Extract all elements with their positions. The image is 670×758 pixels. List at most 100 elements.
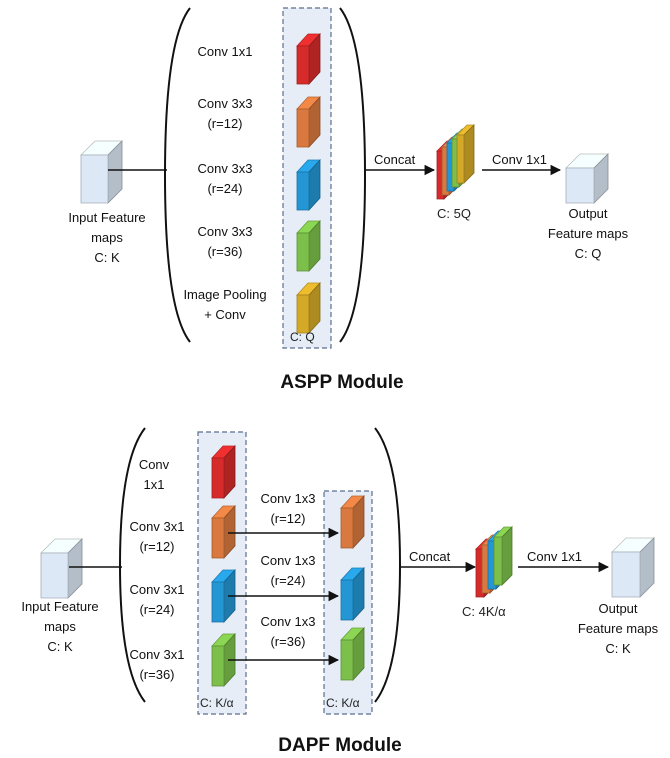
aspp-branch-4-line1: Conv 3x3 — [197, 224, 253, 239]
dapf-concat-slice-4 — [493, 526, 513, 586]
dapf-second-1-line2: (r=12) — [270, 511, 306, 526]
dapf-second-label-1: Conv 1x3 (r=12) — [250, 489, 326, 529]
dapf-input-cube — [40, 538, 83, 599]
dapf-branch-4-line1: Conv 3x1 — [129, 647, 185, 662]
dapf-output-line1: Output — [598, 601, 638, 616]
dapf-output-line3: C: K — [605, 641, 631, 656]
dapf-concat-caption: C: 4K/α — [462, 604, 506, 619]
aspp-branch-4-line2: (r=36) — [207, 244, 243, 259]
dapf-second-block-3-front — [340, 639, 354, 681]
aspp-input-box — [80, 140, 123, 204]
dapf-second-3-line2: (r=36) — [270, 634, 306, 649]
dapf-branch-label-1: Conv 1x1 — [128, 455, 180, 495]
dapf-input-label: Input Feature maps C: K — [10, 597, 110, 657]
aspp-concat-slice-5-side — [463, 124, 475, 184]
aspp-block-4 — [296, 219, 321, 273]
aspp-input-label: Input Feature maps C: K — [52, 208, 162, 268]
aspp-branch-3-line2: (r=24) — [207, 181, 243, 196]
dapf-input-box-front — [40, 552, 69, 599]
aspp-conv-label: Conv 1x1 — [492, 152, 547, 167]
aspp-diagram — [80, 7, 609, 349]
dapf-right-bracket — [374, 427, 402, 703]
aspp-block-5 — [296, 281, 321, 335]
aspp-output-box-front — [565, 167, 595, 204]
dapf-branch-label-4: Conv 3x1 (r=36) — [122, 645, 192, 685]
aspp-input-label-line2: maps — [91, 230, 123, 245]
dapf-first-block-4-front — [211, 645, 225, 687]
dapf-branch-arrows — [228, 527, 340, 666]
aspp-input-cube — [80, 140, 123, 204]
dapf-branch-2-line1: Conv 3x1 — [129, 519, 185, 534]
aspp-branch-label-1: Conv 1x1 — [170, 42, 280, 62]
dapf-first-block-1-front — [211, 457, 225, 499]
dapf-branch-3-line1: Conv 3x1 — [129, 582, 185, 597]
aspp-block-4-front — [296, 232, 310, 272]
aspp-branch-2-line2: (r=12) — [207, 116, 243, 131]
dapf-concat-label: Concat — [409, 549, 451, 564]
aspp-concat-stack — [436, 124, 475, 200]
aspp-concat-label: Concat — [374, 152, 416, 167]
dapf-second-label-2: Conv 1x3 (r=24) — [250, 551, 326, 591]
dapf-first-block-4 — [211, 632, 236, 688]
aspp-branch-label-3: Conv 3x3 (r=24) — [170, 159, 280, 199]
aspp-branch-3-line1: Conv 3x3 — [197, 161, 253, 176]
dapf-concat-stack — [475, 526, 513, 598]
dapf-output-line2: Feature maps — [577, 621, 659, 636]
aspp-output-line3: C: Q — [574, 246, 602, 261]
dapf-output-box-front — [611, 551, 641, 598]
aspp-right-bracket — [339, 7, 367, 343]
aspp-output-label: Output Feature maps C: Q — [534, 204, 642, 264]
aspp-branch-5-line1: Image Pooling — [183, 287, 267, 302]
dapf-second-1-line1: Conv 1x3 — [260, 491, 316, 506]
aspp-input-label-line1: Input Feature — [68, 210, 146, 225]
dapf-module-title: DAPF Module — [278, 735, 402, 756]
dapf-second-block-1-front — [340, 507, 354, 549]
aspp-branch-1-line1: Conv 1x1 — [197, 44, 253, 59]
aspp-output-line2: Feature maps — [547, 226, 629, 241]
dapf-first-blocks — [211, 444, 236, 688]
aspp-input-box-front — [80, 154, 109, 204]
dapf-first-block-3-front — [211, 581, 225, 623]
aspp-concat-caption: C: 5Q — [437, 206, 471, 221]
dapf-first-block-2-front — [211, 517, 225, 559]
aspp-output-line1: Output — [568, 206, 608, 221]
aspp-concat-slice-5-front — [456, 134, 465, 184]
dapf-group1-caption: C: K/α — [200, 696, 234, 710]
dapf-second-block-2-front — [340, 579, 354, 621]
dapf-branch-1-line2: 1x1 — [143, 477, 165, 492]
aspp-block-3 — [296, 158, 321, 212]
dapf-output-cube — [611, 537, 655, 598]
dapf-second-label-3: Conv 1x3 (r=36) — [250, 612, 326, 652]
aspp-branch-label-4: Conv 3x3 (r=36) — [170, 222, 280, 262]
aspp-block-2 — [296, 95, 321, 149]
dapf-input-line2: maps — [44, 619, 76, 634]
dapf-left-bracket — [118, 427, 146, 703]
aspp-branch-blocks — [296, 32, 321, 335]
dapf-first-block-2 — [211, 504, 236, 560]
dapf-input-box — [40, 538, 83, 599]
aspp-module-title: ASPP Module — [280, 372, 404, 393]
aspp-branch-label-2: Conv 3x3 (r=12) — [170, 94, 280, 134]
dapf-second-block-3 — [340, 626, 365, 682]
aspp-branch-2-line1: Conv 3x3 — [197, 96, 253, 111]
dapf-output-label: Output Feature maps C: K — [568, 599, 668, 659]
aspp-branch-label-5: Image Pooling + Conv — [170, 285, 280, 325]
aspp-output-box — [565, 153, 609, 204]
aspp-block-3-front — [296, 171, 310, 211]
dapf-branch-1-line1: Conv — [138, 457, 170, 472]
aspp-output-cube — [565, 153, 609, 204]
dapf-second-2-line1: Conv 1x3 — [260, 553, 316, 568]
dapf-first-block-1 — [211, 444, 236, 500]
aspp-block-1 — [296, 32, 321, 86]
aspp-branch-5-line2: + Conv — [204, 307, 246, 322]
aspp-block-1-front — [296, 45, 310, 85]
dapf-concat-slice-4-side — [501, 526, 513, 586]
dapf-second-blocks — [340, 494, 365, 682]
dapf-second-2-line2: (r=24) — [270, 573, 306, 588]
dapf-input-line1: Input Feature — [21, 599, 99, 614]
dapf-second-block-2 — [340, 566, 365, 622]
aspp-concat-slice-5 — [456, 124, 475, 184]
dapf-branch-label-3: Conv 3x1 (r=24) — [122, 580, 192, 620]
dapf-second-3-line1: Conv 1x3 — [260, 614, 316, 629]
dapf-branch-2-line2: (r=12) — [139, 539, 175, 554]
